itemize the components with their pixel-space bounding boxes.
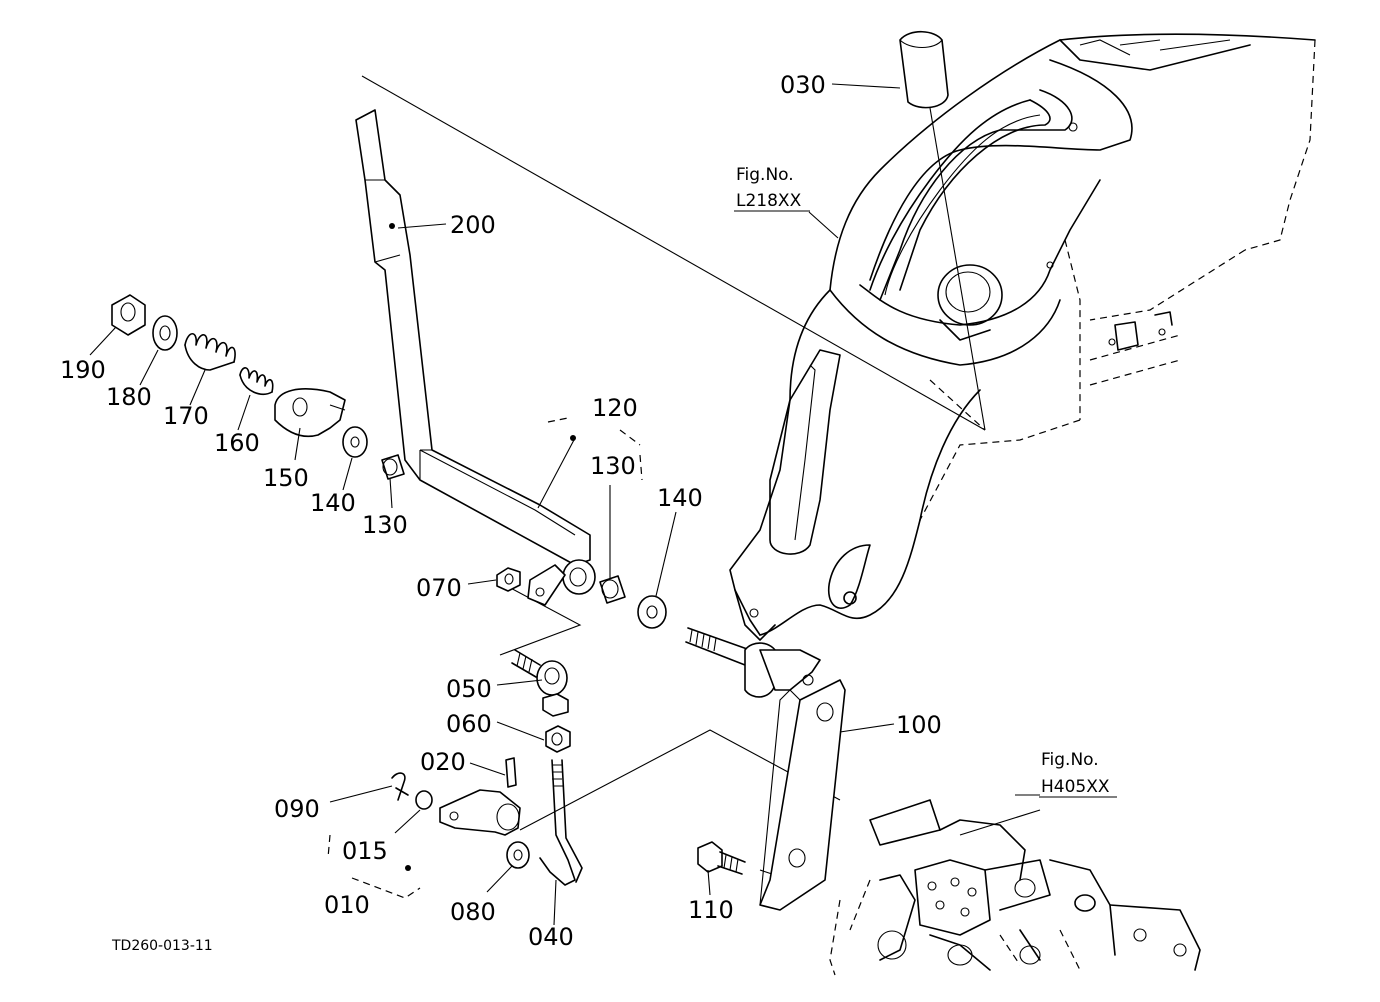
fender-housing bbox=[729, 33, 1316, 641]
label-015: 015 bbox=[342, 837, 388, 865]
label-190: 190 bbox=[60, 356, 106, 384]
nut-part-070 bbox=[496, 567, 521, 592]
label-120: 120 bbox=[592, 394, 638, 422]
label-050: 050 bbox=[446, 675, 492, 703]
bushing-part-130-left bbox=[381, 454, 405, 480]
washer-part-180 bbox=[152, 315, 178, 351]
label-110: 110 bbox=[688, 896, 734, 924]
arm-part-010 bbox=[327, 789, 521, 899]
label-170: 170 bbox=[163, 402, 209, 430]
valve-block bbox=[829, 799, 1201, 976]
label-100: 100 bbox=[896, 711, 942, 739]
lever-part-200 bbox=[355, 109, 591, 566]
label-070: 070 bbox=[416, 574, 462, 602]
label-150: 150 bbox=[263, 464, 309, 492]
ball-joint-part-050 bbox=[511, 649, 569, 717]
pin-part-020 bbox=[505, 757, 517, 788]
spring-part-170 bbox=[184, 332, 236, 371]
bracket-part-100 bbox=[685, 627, 846, 911]
label-130-left: 130 bbox=[362, 511, 408, 539]
washer-part-140-left bbox=[342, 426, 368, 458]
label-160: 160 bbox=[214, 429, 260, 457]
label-020: 020 bbox=[420, 748, 466, 776]
washer-part-140-right bbox=[637, 595, 667, 629]
plate-part-150 bbox=[274, 388, 346, 438]
drawing-code: TD260-013-11 bbox=[111, 938, 213, 954]
label-140-left: 140 bbox=[310, 489, 356, 517]
fig-ref-lower-number: H405XX bbox=[1041, 777, 1110, 797]
fig-ref-upper: Fig.No. L218XX bbox=[734, 165, 810, 212]
washer-part-080 bbox=[506, 841, 530, 869]
label-140-right: 140 bbox=[657, 484, 703, 512]
label-010: 010 bbox=[324, 891, 370, 919]
nut-part-060 bbox=[545, 725, 571, 753]
label-180: 180 bbox=[106, 383, 152, 411]
fig-ref-lower: Fig.No. H405XX bbox=[1039, 750, 1117, 798]
fig-ref-upper-number: L218XX bbox=[736, 191, 802, 211]
label-030: 030 bbox=[780, 71, 826, 99]
part-labels: 030 200 190 180 170 160 150 140 130 120 … bbox=[60, 71, 942, 951]
lever-pivot-part-120 bbox=[527, 417, 643, 606]
nut-part-190 bbox=[111, 294, 146, 336]
bushing-part-015 bbox=[415, 790, 433, 810]
label-090: 090 bbox=[274, 795, 320, 823]
fig-ref-lower-caption: Fig.No. bbox=[1041, 750, 1099, 770]
label-leaders bbox=[89, 83, 1041, 926]
label-060: 060 bbox=[446, 710, 492, 738]
bolt-part-110 bbox=[697, 841, 746, 875]
bushing-part-130-right bbox=[599, 575, 626, 604]
label-080: 080 bbox=[450, 898, 496, 926]
fig-ref-upper-caption: Fig.No. bbox=[736, 165, 794, 185]
clip-part-090 bbox=[391, 772, 409, 801]
spring-part-160 bbox=[239, 367, 274, 396]
label-040: 040 bbox=[528, 923, 574, 951]
knob-part-030 bbox=[899, 30, 949, 109]
assembly-lines bbox=[361, 75, 986, 881]
label-130-right: 130 bbox=[590, 452, 636, 480]
label-200: 200 bbox=[450, 211, 496, 239]
rod-part-040 bbox=[539, 759, 583, 886]
